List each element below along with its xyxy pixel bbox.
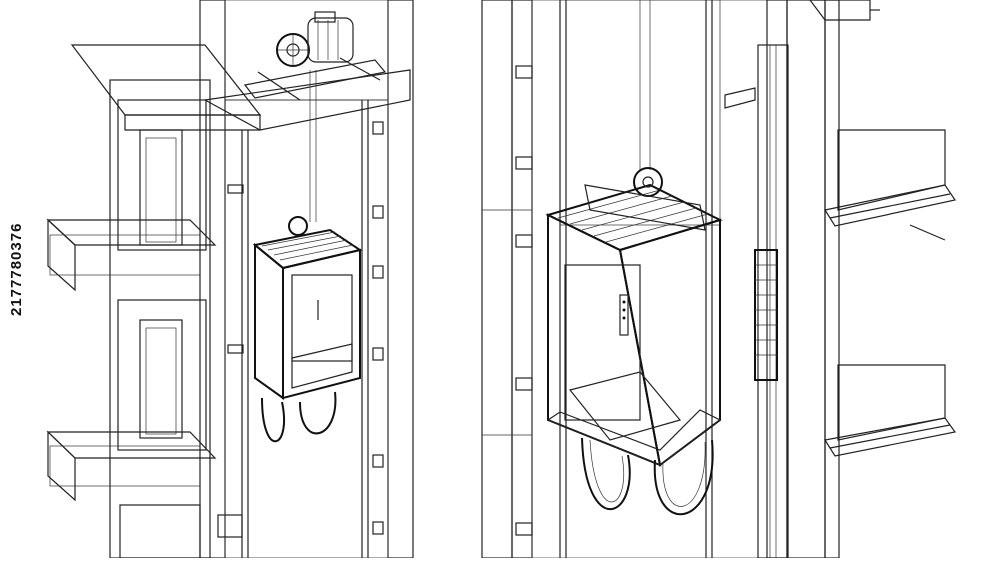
right-elevator-shaft-closeup — [481, 0, 957, 559]
right-shaft-walls — [481, 0, 840, 559]
right-floor-slabs — [809, 0, 957, 457]
image-id-label: 2177780376 — [8, 222, 25, 316]
left-building-floors — [46, 44, 262, 559]
left-elevator-shaft-isometric — [46, 0, 414, 559]
left-elevator-car — [252, 216, 363, 443]
right-guide-rails — [515, 0, 789, 559]
left-shaft-walls — [199, 0, 414, 559]
left-guide-rails — [217, 70, 384, 558]
left-traction-machine — [243, 11, 387, 101]
right-elevator-car — [545, 167, 723, 516]
